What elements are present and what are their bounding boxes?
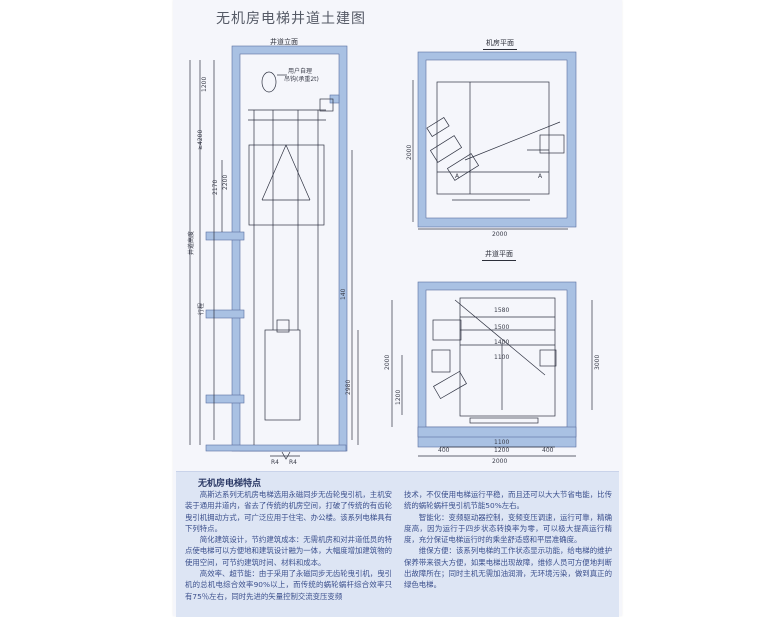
- left-paragraph-1: 高斯达系列无机房电梯选用永磁同步无齿轮曳引机，主机安装于通用井道内，省去了传统的…: [185, 490, 392, 533]
- features-right-column: 技术，不仅使用电梯运行平稳，而且还可以大大节省电能，比传统的蜗轮蜗杆曳引机节能5…: [404, 489, 612, 591]
- machine-plan-label: 机房平面: [483, 38, 517, 50]
- elevation-dim-4: 2200: [222, 175, 229, 190]
- elevation-dim-6: 行程: [197, 303, 205, 315]
- left-paragraph-3: 高效率、超节能：由于采用了永磁同步无齿轮曳引机，曳引机的总机电综合效率90%以上…: [185, 569, 392, 601]
- page-title: 无机房电梯井道土建图: [216, 11, 366, 27]
- machine-plan-dim-4: A: [538, 173, 543, 180]
- machine-plan-dim-3: A: [455, 173, 460, 180]
- elevation-dim-14: R4: [289, 459, 297, 466]
- shaft-plan-dim-8: 1100: [494, 439, 509, 446]
- elevation-note-1: 用户自理: [288, 67, 312, 75]
- elevation-dim-12: 2980: [345, 380, 352, 395]
- shaft-plan-dim-4: 1100: [494, 354, 509, 361]
- left-paragraph-2: 简化建筑设计，节约建筑成本：无需机房和对井道低员的特点使电梯可以方便地和建筑设计…: [185, 535, 392, 567]
- elevation-dim-9: 140: [340, 288, 347, 300]
- right-paragraph-2: 智能化：变频驱动器控制，变频变压调速，运行可靠，精确度高，因为运行于四步状态转换…: [404, 512, 612, 545]
- elevation-note-2: 吊钩(承重2t): [284, 75, 319, 83]
- shaft-plan-dim-11: 1200: [494, 447, 509, 454]
- right-paragraph-3: 维保方便：该系列电梯的工作状态显示功能，给电梯的维护保养带来很大方便，如果电梯出…: [404, 546, 612, 590]
- shaft-plan-dim-12: 2000: [492, 458, 507, 465]
- shaft-plan-dim-6: 3000: [594, 355, 601, 370]
- shaft-plan-label: 井道平面: [482, 249, 516, 261]
- shaft-plan-drawing: [391, 281, 593, 457]
- elevation-dim-5: 井道高度: [187, 231, 195, 255]
- features-panel: [176, 471, 619, 617]
- right-paragraph-1: 技术，不仅使用电梯运行平稳，而且还可以大大节省电能，比传统的蜗轮蜗杆曳引机节能5…: [404, 490, 612, 511]
- machine-plan-dim-2: 2000: [492, 231, 507, 238]
- elevation-dim-1: 1200: [201, 77, 208, 92]
- shaft-plan-dim-1: 1580: [494, 307, 509, 314]
- elevation-dim-2: ≥4200: [197, 130, 204, 150]
- elevation-drawing: [189, 45, 359, 460]
- features-left-column: 高斯达系列无机房电梯选用永磁同步无齿轮曳引机，主机安装于通用井道内，省去了传统的…: [185, 489, 392, 602]
- shaft-plan-dim-2: 1500: [494, 324, 509, 331]
- shaft-plan-dim-3: 1400: [494, 339, 509, 346]
- shaft-plan-dim-10: 400: [542, 447, 554, 454]
- shaft-plan-dim-7: 1200: [395, 390, 402, 405]
- features-heading: 无机房电梯特点: [198, 479, 262, 489]
- machine-plan-dim-1: 2000: [406, 145, 413, 160]
- elevation-dim-13: R4: [271, 459, 279, 466]
- shaft-plan-dim-5: 2000: [384, 355, 391, 370]
- shaft-plan-dim-9: 400: [438, 447, 450, 454]
- machine-plan-drawing: [412, 51, 577, 230]
- elevation-dim-3: 2170: [212, 180, 219, 195]
